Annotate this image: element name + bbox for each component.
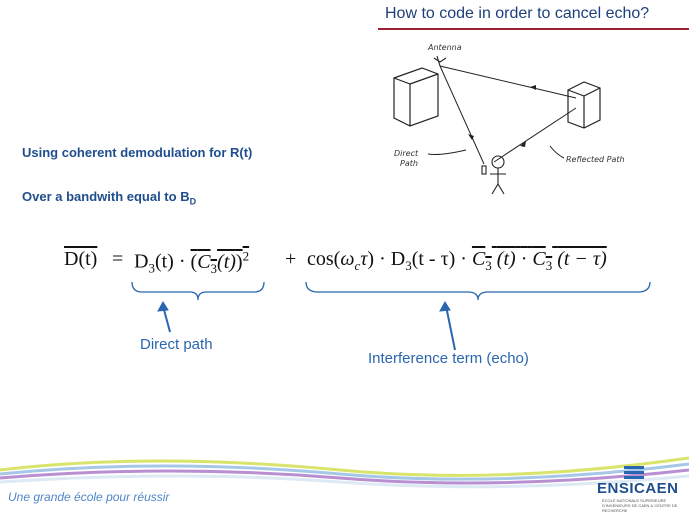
- callout-interference: Interference term (echo): [368, 350, 529, 367]
- equation-lhs: D(t): [64, 248, 98, 270]
- direct-path-label-1: Direct: [394, 149, 419, 158]
- callout-direct-path: Direct path: [140, 336, 213, 353]
- interference-brace: [305, 281, 651, 301]
- left-building-icon: [393, 67, 439, 127]
- bandwidth-text: Over a bandwith equal to B: [22, 189, 190, 204]
- equation-plus: +: [285, 248, 297, 270]
- ensicaen-logo-subtitle: ÉCOLE NATIONALE SUPÉRIEURE D'INGÉNIEURS …: [602, 498, 678, 513]
- footer-tagline: Une grande école pour réussir: [8, 490, 170, 504]
- path-arrows: [468, 85, 536, 147]
- equation-interference-term: cos(ωcτ) · D3(t - τ) · C3 (t) · C3 (t − …: [307, 248, 607, 273]
- direct-path-label-2: Path: [400, 159, 418, 168]
- equation-equals: =: [112, 248, 124, 270]
- direct-brace: [131, 281, 265, 301]
- direct-pointer: [427, 149, 467, 155]
- ensicaen-logo: ENSICAEN: [597, 480, 679, 497]
- slide-title: How to code in order to cancel echo?: [385, 5, 650, 22]
- echo-sketch: Antenna Direct Path Reflected Path: [393, 43, 625, 195]
- person-icon: [481, 155, 506, 195]
- reflected-pointer: [549, 145, 565, 159]
- title-underline: [378, 28, 689, 30]
- bandwidth-subscript: D: [189, 196, 197, 207]
- reflected-path-label: Reflected Path: [566, 155, 625, 164]
- bullet-coherent-demodulation: Using coherent demodulation for R(t): [22, 145, 253, 160]
- antenna-label: Antenna: [427, 43, 462, 52]
- right-building-icon: [567, 81, 601, 129]
- antenna-icon: [433, 55, 447, 67]
- ensicaen-logo-mark: [624, 466, 644, 479]
- signal-paths: [439, 65, 577, 165]
- equation-direct-term: D3(t) · (C3(t))2: [134, 248, 250, 276]
- bullet-bandwidth: Over a bandwith equal to BD: [22, 189, 196, 207]
- footer-swoosh: [0, 456, 689, 489]
